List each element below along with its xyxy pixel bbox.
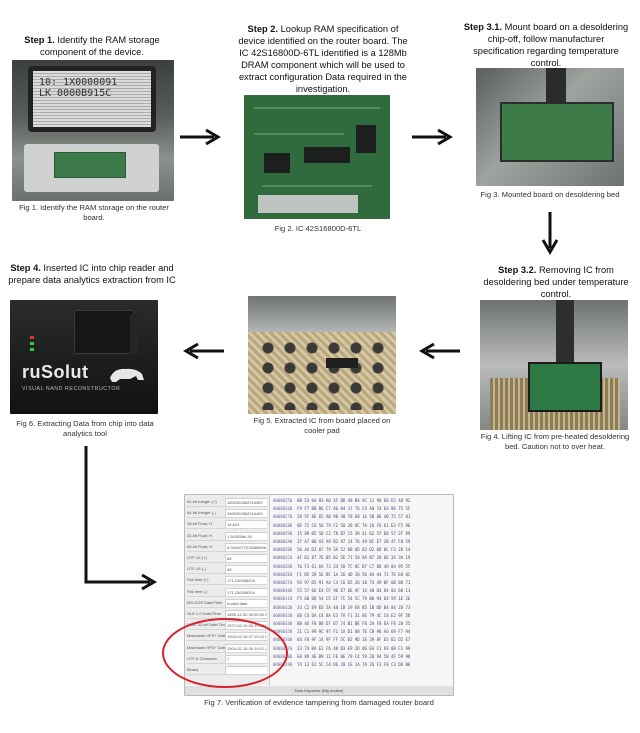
fig-1-caption: Fig 1. Identify the RAM storage on the r…	[19, 203, 169, 222]
dram-chip	[304, 147, 350, 163]
inspector-row: UTF-16 (+)88	[187, 553, 267, 563]
step-3-1-text: Step 3.1. Mount board on a desoldering c…	[463, 22, 629, 68]
photo-chip-reader: ruSolut VISUAL NAND RECONSTRUCTOR	[10, 300, 158, 414]
inspector-value-field[interactable]: Invalid date	[225, 598, 267, 607]
inspector-value-field[interactable]: 1899-12-30 00:00:00.000 UTC	[225, 610, 267, 618]
fig-7-caption: Fig 7. Verification of evidence tamperin…	[204, 698, 434, 707]
data-inspector-footer: Data Inspector (Big endian)	[185, 686, 453, 695]
step-1-text: Step 1. Identify the RAM storage compone…	[24, 35, 160, 57]
hex-row: 00000360 84 F8 9F 14 9F FF 5C B2 9D 1E 3…	[273, 637, 411, 643]
photo-lifting-ic	[480, 300, 628, 430]
inspector-row: Flat time (-)171.230088204	[187, 587, 267, 597]
inspector-row: Flat time (+)171.230088204	[187, 575, 267, 586]
inspector-value-field[interactable]: 14.623	[225, 520, 267, 529]
hex-row: 000002C0 4F B1 87 7E B5 B2 5E 71 58 8A B…	[273, 555, 411, 561]
hex-row: 00000320 33 C2 E9 ED 5A 48 1B 19 E8 B5 1…	[273, 604, 411, 610]
arrow-left-icon	[419, 342, 460, 360]
hex-row: 00000390 74 13 62 5C C4 D6 28 CE 1A 7A 2…	[273, 662, 411, 668]
hex-row: 00000350 21 C1 99 9C 97 F1 1A D1 88 7E C…	[273, 629, 411, 635]
inspector-value-field[interactable]: 1.543058e-39	[225, 531, 267, 540]
rusolut-subtitle: VISUAL NAND RECONSTRUCTOR	[22, 386, 121, 392]
fig-5-caption: Fig 5. Extracted IC from board placed on…	[253, 416, 391, 435]
inspector-value-field[interactable]: 48	[225, 565, 267, 574]
router-board-image	[54, 152, 126, 178]
hex-row: 000002B0 56 44 D2 07 79 3A 52 6B 6D 83 D…	[273, 547, 411, 553]
elbow-arrow-icon	[84, 446, 157, 591]
inspector-value-field[interactable]: 88	[225, 554, 267, 562]
inspector-row: 64-bit Integer (-)1600302862016400	[187, 508, 267, 519]
inspector-value-field[interactable]: 171.230088204	[225, 587, 267, 596]
step-3-2-text: Step 3.2. Removing IC from desoldering b…	[483, 265, 629, 299]
hex-row: 00000370 13 74 BA E2 F6 48 B3 E9 2D 06 E…	[273, 645, 411, 651]
bear-logo-icon	[110, 368, 144, 382]
hex-row: 00000290 15 89 05 5D C2 78 B7 15 38 41 6…	[273, 530, 411, 536]
inspector-row: UTF-16 (-)48	[187, 564, 267, 575]
fig-2-caption: Fig 2. IC 42S16800D-6TL	[274, 224, 362, 233]
arrow-down-icon	[541, 212, 559, 255]
fig-4-caption: Fig 4. Lifting IC from pre-heated desold…	[480, 432, 630, 451]
chip-socket-image	[74, 310, 134, 354]
arrow-right-icon	[180, 128, 221, 146]
hex-row: 00000280 0E 72 C6 56 79 F2 58 26 8C 7A 1…	[273, 522, 411, 528]
hex-row: 00000250 0B 53 6A 83 A0 45 BD 48 BA 9C 1…	[273, 498, 411, 503]
step-2-text: Step 2. Lookup RAM specification of devi…	[238, 24, 408, 94]
monitor-image: 10: 1X0000091 LK 0000B915C	[28, 66, 156, 132]
hex-row: 000002E0 F1 B5 28 5E BC 1A 26 4D 38 56 8…	[273, 571, 411, 577]
hex-row: 000002F0 93 97 D5 91 A4 C4 C6 D5 26 10 7…	[273, 580, 411, 586]
hex-row: 00000300 55 57 66 E4 CF 96 E7 8E AF 14 4…	[273, 588, 411, 594]
inspector-value-field[interactable]: 1600302862016400	[225, 509, 267, 518]
inspector-value-field[interactable]: 1600302862016400	[225, 498, 267, 506]
rusolut-logo: ruSolut	[22, 362, 89, 382]
hex-row: 00000260 F9 F7 BB B6 C7 A6 84 37 76 C4 A…	[273, 506, 411, 512]
hex-row: 00000270 28 5F 8E 65 AB 9B 48 78 68 16 5…	[273, 514, 411, 520]
extracted-ic-image	[326, 358, 358, 368]
inspector-row: 64-bit Float, H8.344407701858886e-309	[187, 542, 267, 552]
hex-row: 000002A0 37 A7 08 A3 A9 B2 97 24 76 49 B…	[273, 539, 411, 545]
lifted-ic-image	[528, 362, 602, 412]
fig-3-caption: Fig 3. Mounted board on desoldering bed	[480, 190, 620, 199]
arrow-right-icon	[412, 128, 453, 146]
photo-ram-identification: 10: 1X0000091 LK 0000B915C	[12, 60, 174, 201]
hex-row: 000002D0 76 F3 61 6A 73 34 58 7C 8C B7 C…	[273, 563, 411, 569]
step-4-text: Step 4. Inserted IC into chip reader and…	[8, 263, 176, 285]
hex-row: 00000380 E8 89 4E B9 11 FE 8E 78 C4 59 2…	[273, 653, 411, 659]
hex-row: 00000340 B8 46 F8 B8 D7 B7 74 B1 BE FB 2…	[273, 621, 411, 627]
photo-cooler-pad	[248, 296, 396, 414]
inspector-value-field[interactable]: 8.344407701858886e-309	[225, 542, 267, 551]
photo-dram-ic	[244, 95, 390, 219]
hex-row: 00000330 6B C4 6A C4 8A E3 7A F1 31 8E 7…	[273, 612, 411, 618]
highlight-ellipse	[162, 618, 288, 688]
hex-view: 00000250 0B 53 6A 83 A0 45 BD 48 BA 9C 1…	[273, 497, 453, 669]
hex-row: 00000310 F5 60 B8 54 C5 EF 7C 54 5C 79 B…	[273, 596, 411, 602]
inspector-row: 64-bit Integer (+)1600302862016400	[187, 497, 267, 507]
arrow-left-icon	[183, 342, 224, 360]
fig-6-caption: Fig 6. Extracting Data from chip into da…	[16, 419, 154, 438]
monitor-screen-line-1: 10: 1X0000091	[39, 77, 118, 88]
photo-desoldering-bed	[476, 68, 624, 186]
mounted-board-image	[500, 102, 614, 162]
inspector-value-field[interactable]: 171.230088204	[225, 576, 267, 585]
monitor-screen-line-2: LK 0000B915C	[39, 88, 112, 99]
